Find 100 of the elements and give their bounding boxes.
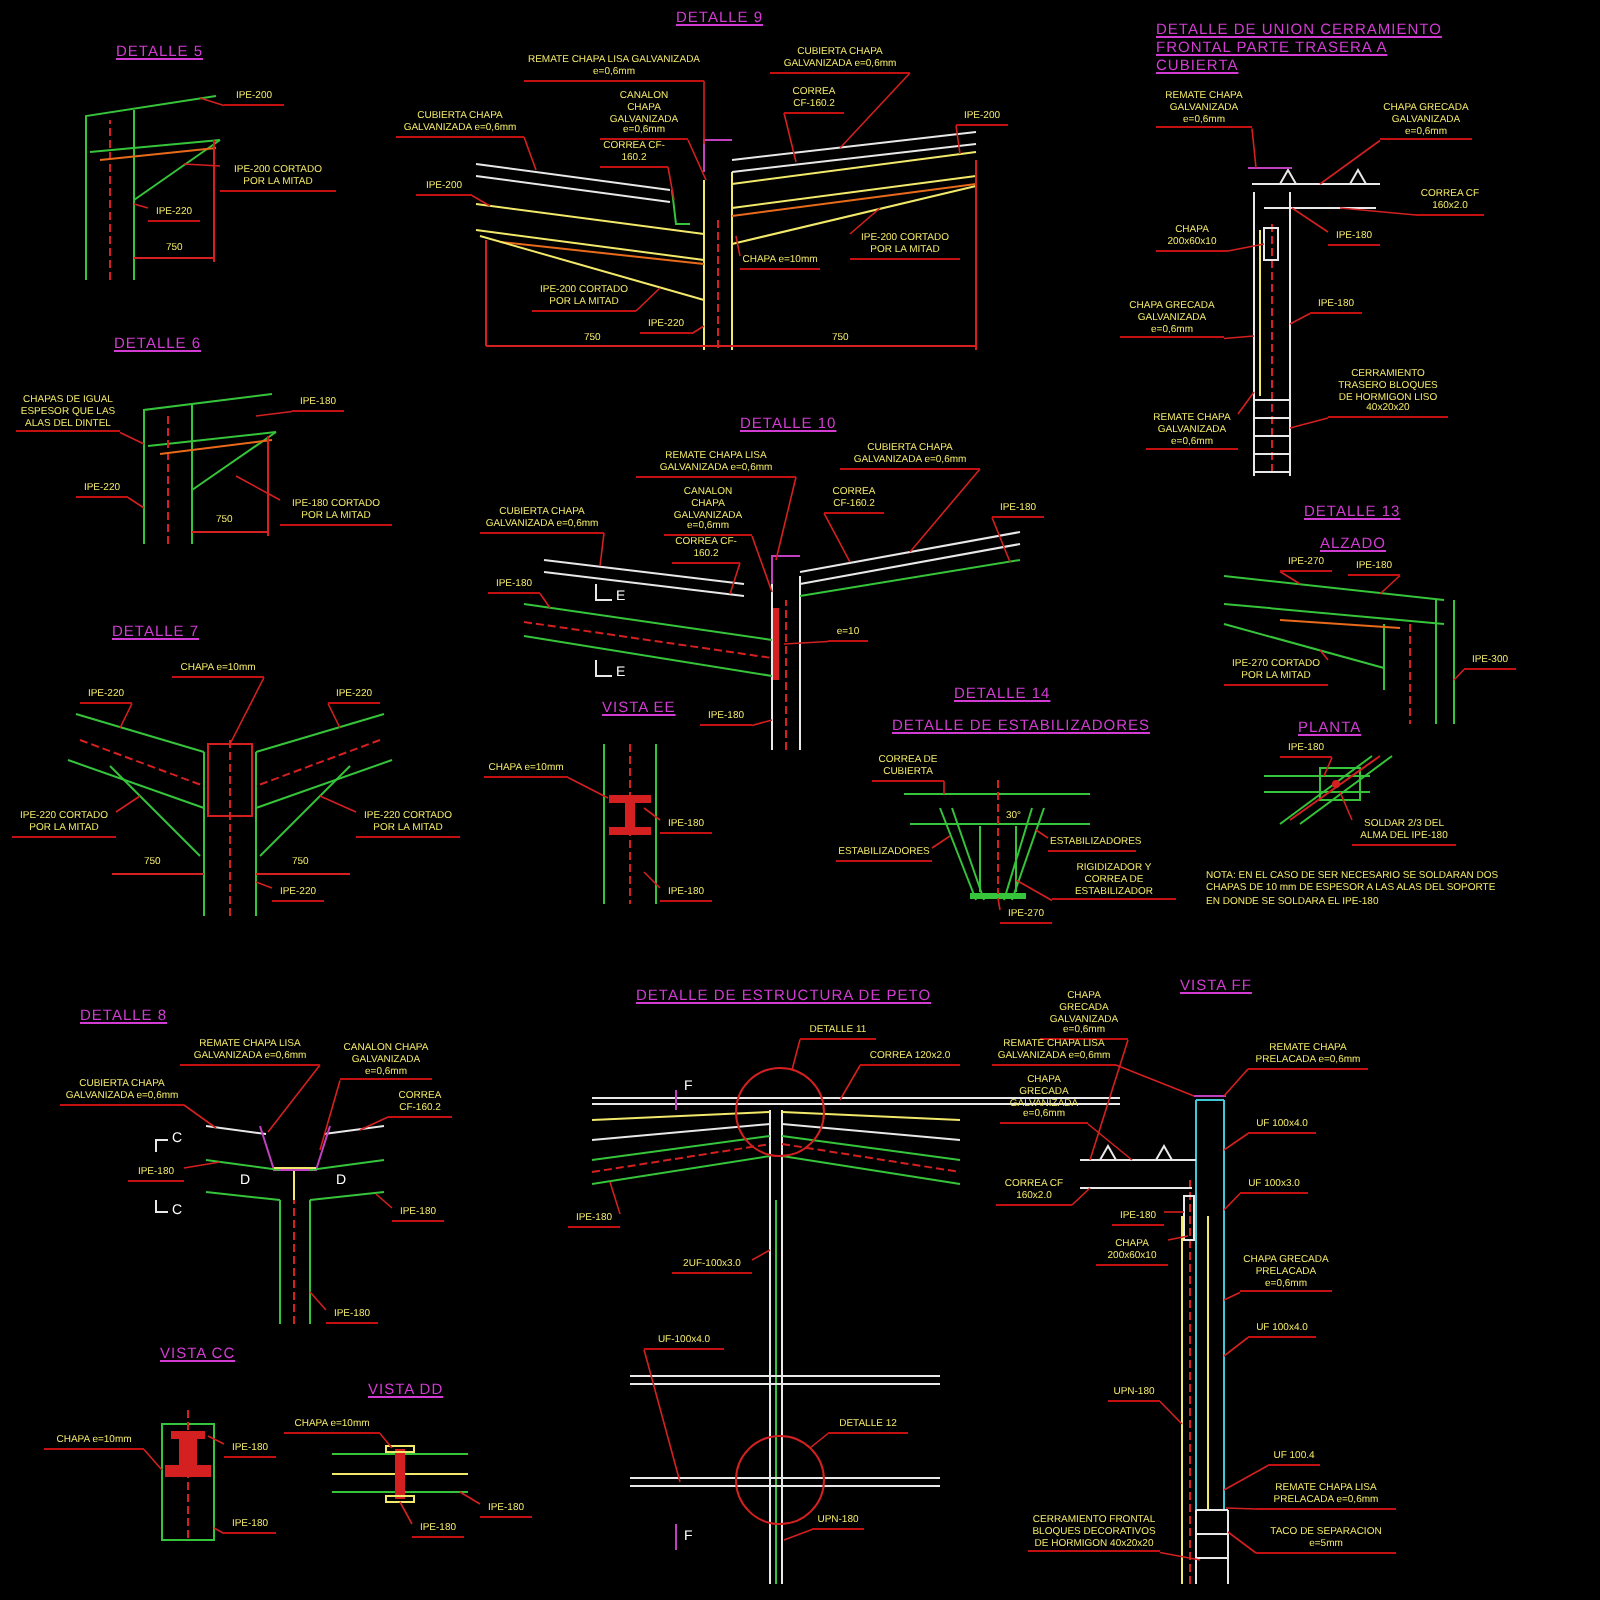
leader-line	[643, 871, 661, 889]
leader-line	[199, 97, 225, 107]
leader-line	[523, 136, 537, 171]
knee-joint-drawing	[143, 393, 277, 545]
leader-line	[1015, 879, 1053, 902]
leader-line	[375, 1193, 393, 1209]
leader-line	[691, 325, 705, 335]
leader-line	[1319, 649, 1329, 661]
knee-joint-drawing	[85, 95, 221, 281]
leader-line	[1089, 1039, 1129, 1161]
leader-line	[643, 807, 661, 821]
leader-line	[1163, 1211, 1185, 1213]
leader-line	[567, 776, 609, 799]
leader-line	[1319, 139, 1381, 185]
leader-line	[359, 1116, 389, 1131]
beam-section-drawing	[331, 1445, 469, 1503]
leader-line	[255, 410, 293, 417]
leader-line	[1291, 207, 1329, 233]
leader-line	[143, 1448, 163, 1471]
leader-line	[1323, 756, 1333, 777]
leader-line	[599, 532, 605, 567]
leader-line	[399, 1501, 413, 1525]
leader-line	[931, 835, 951, 849]
leader-line	[1379, 574, 1401, 595]
leader-line	[327, 702, 341, 729]
leader-line	[609, 1181, 621, 1215]
leader-line	[751, 1249, 771, 1261]
leader-line	[729, 562, 741, 595]
leader-line	[635, 287, 661, 312]
leader-line	[1071, 1187, 1091, 1206]
leader-line	[839, 1064, 861, 1101]
leader-line	[667, 166, 675, 201]
column-section-drawing	[161, 1409, 215, 1541]
leader-line	[1035, 829, 1049, 839]
leader-line	[1237, 391, 1255, 415]
leader-line	[1453, 668, 1465, 681]
leader-line	[1223, 335, 1255, 340]
leader-line	[133, 203, 149, 209]
leader-line	[1087, 1123, 1133, 1161]
leader-line	[643, 1348, 681, 1483]
leader-line	[703, 80, 705, 145]
leader-line	[119, 702, 133, 729]
ridge-joint-drawing	[475, 131, 977, 351]
leader-line	[183, 163, 221, 167]
leader-line	[471, 194, 491, 207]
leader-line	[1223, 1068, 1249, 1097]
leader-line	[267, 1064, 321, 1133]
leader-line	[955, 124, 961, 155]
leader-line	[459, 1491, 481, 1505]
leader-line	[1225, 1507, 1257, 1510]
leader-line	[183, 1104, 217, 1129]
eaves-joint-drawing	[1223, 575, 1455, 725]
leader-line	[1223, 1132, 1249, 1151]
leader-line	[1223, 1291, 1241, 1301]
leader-line	[309, 1291, 327, 1311]
leader-line	[735, 235, 741, 257]
leader-line	[1159, 1551, 1201, 1561]
leader-line	[783, 640, 829, 645]
leader-line	[1339, 207, 1417, 216]
leader-line	[1223, 1336, 1249, 1357]
leader-line	[775, 476, 797, 561]
leader-line	[943, 780, 945, 795]
leader-line	[255, 881, 273, 889]
leader-line	[319, 1079, 341, 1151]
leader-line	[379, 1432, 393, 1449]
leader-line	[213, 1527, 225, 1535]
leader-line	[839, 72, 911, 149]
leader-line	[687, 139, 707, 181]
leader-line	[783, 112, 797, 163]
leader-line	[1159, 1400, 1183, 1425]
leader-line	[1227, 1531, 1257, 1554]
leader-line	[207, 1435, 225, 1445]
leader-line	[1279, 570, 1301, 585]
leader-line	[115, 795, 141, 813]
leader-line	[183, 1161, 221, 1169]
leader-line	[809, 1432, 829, 1449]
leader-line	[1115, 1064, 1195, 1097]
leader-line	[751, 535, 773, 593]
leader-line	[791, 1038, 801, 1071]
leader-line	[319, 795, 357, 813]
leader-line	[229, 676, 265, 745]
leader-line	[119, 431, 145, 445]
leader-line	[1227, 243, 1265, 252]
leader-line	[1223, 1192, 1241, 1211]
leader-line	[127, 496, 145, 509]
leader-line	[783, 1528, 813, 1541]
leader-line	[991, 516, 1011, 563]
leader-line	[823, 512, 851, 563]
leader-line	[1289, 312, 1311, 325]
leader-line	[1289, 417, 1329, 429]
leader-line	[1167, 1235, 1189, 1241]
leader-line	[1339, 791, 1353, 821]
leader-line	[1223, 1464, 1269, 1491]
column-section-drawing	[603, 743, 657, 905]
leader-line	[539, 592, 551, 609]
leader-line	[997, 897, 1001, 911]
leader-line	[1251, 127, 1257, 169]
leader-line	[751, 719, 773, 727]
leader-line	[909, 468, 981, 553]
leader-line	[849, 207, 881, 235]
